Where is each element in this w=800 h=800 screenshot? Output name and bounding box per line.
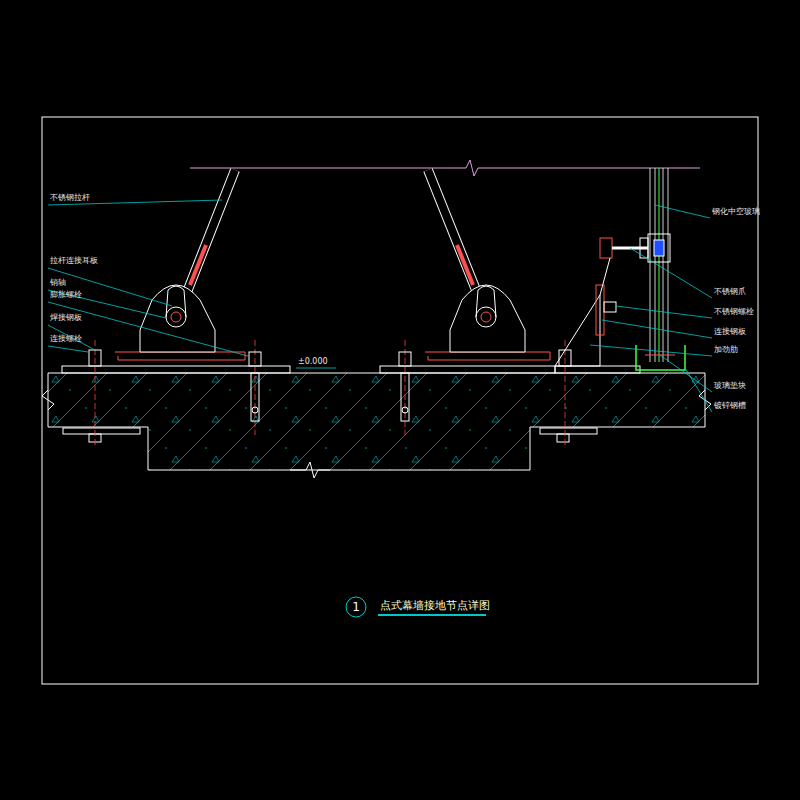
part-label: 不锈钢爪	[714, 288, 746, 296]
callout-number: 1	[346, 597, 366, 617]
part-label: 销轴	[50, 279, 66, 287]
part-label: 连接螺栓	[50, 335, 82, 343]
part-label: 拉杆连接耳板	[50, 257, 98, 265]
part-label: 钢化中空玻璃	[712, 208, 760, 216]
part-label: 玻璃垫块	[714, 382, 746, 390]
drawing-caption: 点式幕墙接地节点详图	[380, 600, 490, 611]
part-label: 加劲肋	[714, 346, 738, 354]
part-label: 镀锌钢槽	[714, 402, 746, 410]
elevation-mark: ±0.000	[298, 358, 328, 366]
part-label: 不锈钢螺栓	[714, 308, 754, 316]
part-label: 连接钢板	[714, 328, 746, 336]
part-label: 不锈钢拉杆	[50, 194, 90, 202]
part-label: 膨胀螺栓	[50, 291, 82, 299]
part-label: 焊接钢板	[50, 314, 82, 322]
